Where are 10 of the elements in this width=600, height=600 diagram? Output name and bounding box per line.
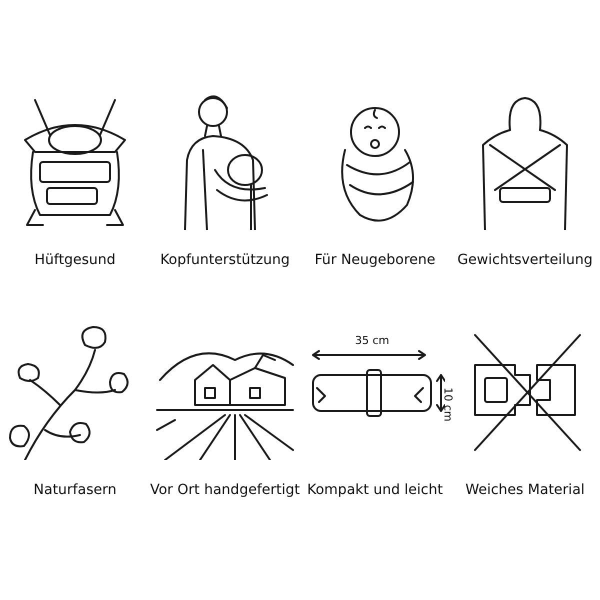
feature-caption: Kompakt und leicht (306, 482, 444, 498)
feature-caption: Vor Ort handgefertigt (150, 482, 300, 498)
feature-caption: Weiches Material (464, 482, 586, 498)
feature-caption: Kopfunterstützung (159, 252, 291, 268)
dimension-label: 35 cm (355, 334, 390, 347)
feature-caption: Für Neugeborene (314, 252, 436, 268)
feature-caption: Naturfasern (32, 482, 118, 498)
feature-caption: Gewichtsverteilung (456, 252, 594, 268)
dimension-label: 10 cm (442, 387, 455, 422)
feature-caption: Hüftgesund (34, 252, 116, 268)
